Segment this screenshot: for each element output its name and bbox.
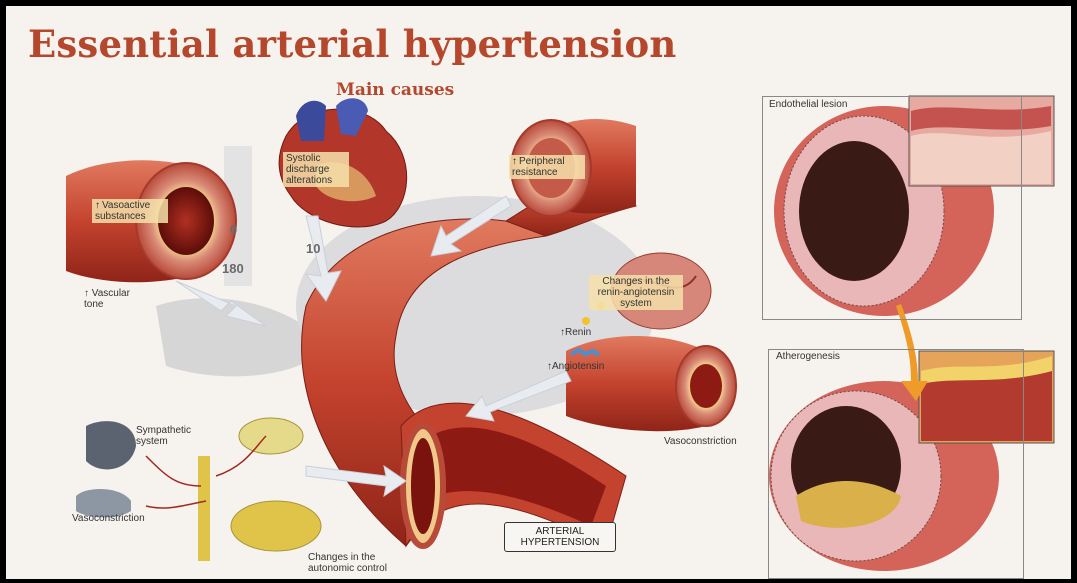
atherogenesis-panel-title: Atherogenesis xyxy=(776,351,840,362)
page-title: Essential arterial hypertension xyxy=(28,22,676,66)
up-arrow-icon: ↑ xyxy=(95,200,100,211)
up-arrow-icon: ↑ xyxy=(512,156,517,167)
label-vasoactive: ↑Vasoactive substances xyxy=(92,199,168,223)
gauge-tick-10: 10 xyxy=(306,241,320,256)
page-subtitle: Main causes xyxy=(336,80,454,100)
up-arrow-icon: ↑ xyxy=(84,288,92,299)
label-vasoconstriction-left: Vasoconstriction xyxy=(72,513,145,524)
spinal-cord xyxy=(198,456,210,561)
arterial-hypertension-box: ARTERIAL HYPERTENSION xyxy=(504,522,616,552)
gauge-tick-0: 0 xyxy=(230,222,237,237)
spinal-disc xyxy=(239,418,303,454)
label-peripheral: ↑Peripheral resistance xyxy=(509,155,585,179)
label-systolic: Systolic discharge alterations xyxy=(283,152,349,187)
label-angiotensin: ↑Angiotensin xyxy=(547,361,604,372)
label-renin: ↑Renin xyxy=(560,327,591,338)
endothelial-panel-title: Endothelial lesion xyxy=(769,99,847,110)
atherogenesis-panel xyxy=(768,349,1024,579)
label-sympathetic: Sympathetic system xyxy=(136,425,196,447)
label-vasoconstriction-right: Vasoconstriction xyxy=(664,436,737,447)
gauge-tick-180: 180 xyxy=(222,261,244,276)
label-vascular-tone: ↑ Vascular tone xyxy=(84,288,139,310)
diagram-canvas: Essential arterial hypertension Main cau… xyxy=(6,6,1071,579)
label-autonomic: Changes in the autonomic control xyxy=(305,551,399,575)
endothelial-panel xyxy=(762,96,1022,320)
label-renin-system: Changes in the renin-angiotensin system xyxy=(589,275,683,310)
